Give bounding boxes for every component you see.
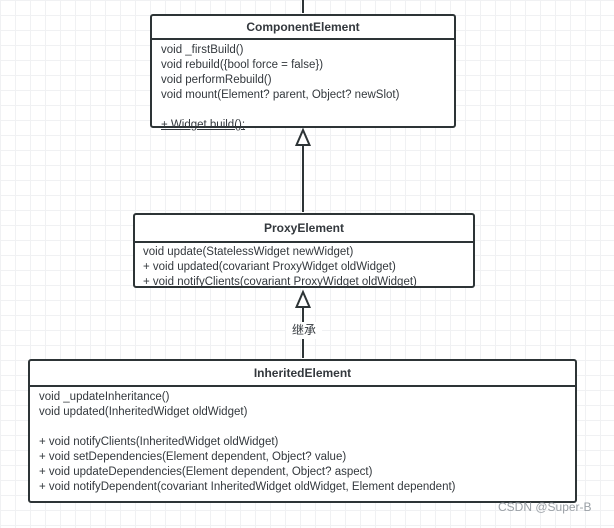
class-members: void _updateInheritance() void updated(I… bbox=[30, 387, 575, 495]
inheritance-arrow-proxy-to-component bbox=[294, 127, 312, 212]
member-line: + void notifyDependent(covariant Inherit… bbox=[39, 481, 456, 493]
class-box-inheritedelement: InheritedElement void _updateInheritance… bbox=[28, 359, 577, 503]
class-box-componentelement: ComponentElement void _firstBuild() void… bbox=[150, 14, 456, 131]
class-members: void update(StatelessWidget newWidget) +… bbox=[135, 243, 473, 290]
member-line: void performRebuild() bbox=[161, 74, 272, 86]
member-line: + Widget build(); bbox=[161, 119, 246, 131]
member-line: + void updated(covariant ProxyWidget old… bbox=[143, 261, 396, 273]
class-title: ComponentElement bbox=[152, 16, 454, 40]
class-box-proxyelement: ProxyElement void update(StatelessWidget… bbox=[133, 213, 475, 288]
member-line: void _firstBuild() bbox=[161, 44, 244, 56]
edge-label-inheritance: 继承 bbox=[286, 322, 322, 339]
member-line: void update(StatelessWidget newWidget) bbox=[143, 246, 354, 258]
member-line-blank bbox=[161, 103, 454, 118]
member-line: + void updateDependencies(Element depend… bbox=[39, 466, 373, 478]
class-title: InheritedElement bbox=[30, 361, 575, 387]
member-line: + void notifyClients(covariant ProxyWidg… bbox=[143, 276, 417, 288]
member-line: void updated(InheritedWidget oldWidget) bbox=[39, 406, 248, 418]
member-line: void rebuild({bool force = false}) bbox=[161, 59, 324, 71]
watermark: CSDN @Super-B bbox=[498, 500, 592, 514]
member-line: void mount(Element? parent, Object? newS… bbox=[161, 89, 400, 101]
member-line: void _updateInheritance() bbox=[39, 391, 170, 403]
member-line-blank bbox=[39, 420, 575, 435]
hollow-triangle-arrowhead bbox=[294, 289, 312, 308]
member-line: + void setDependencies(Element dependent… bbox=[39, 451, 347, 463]
class-members: void _firstBuild() void rebuild({bool fo… bbox=[152, 40, 454, 133]
class-title: ProxyElement bbox=[135, 215, 473, 243]
member-line: + void notifyClients(InheritedWidget old… bbox=[39, 436, 279, 448]
